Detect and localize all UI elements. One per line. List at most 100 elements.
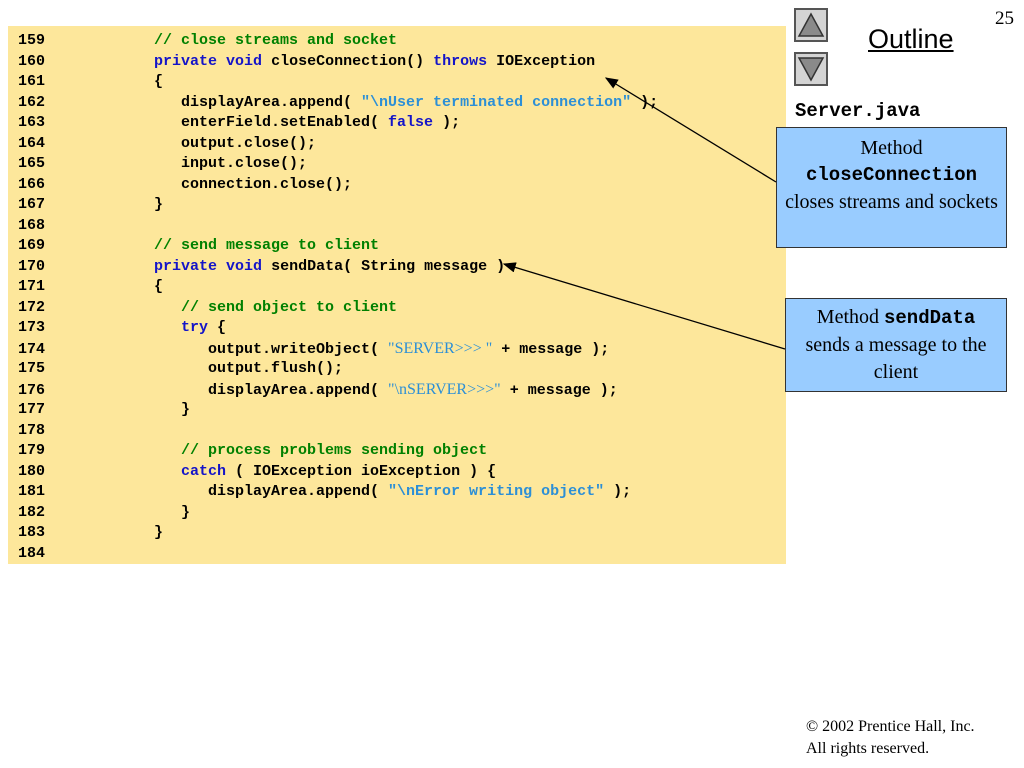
code-token-comment: // process problems sending object: [181, 442, 488, 459]
code-line: 181 displayArea.append( "\nError writing…: [8, 482, 786, 503]
code-line: 164 output.close();: [8, 134, 786, 155]
code-line: 174 output.writeObject( "SERVER>>> " + m…: [8, 339, 786, 360]
file-name: Server.java: [795, 100, 921, 122]
line-number: 160: [18, 52, 46, 70]
line-number: 179: [18, 442, 46, 459]
callout-prefix: Method: [860, 137, 923, 159]
code-line: 180 catch ( IOException ioException ) {: [8, 462, 786, 483]
code-line: 179 // process problems sending object: [8, 441, 786, 462]
code-token: output.close();: [100, 134, 317, 152]
code-line: 170 private void sendData( String messag…: [8, 257, 786, 278]
line-number: 177: [18, 401, 46, 418]
code-token: enterField.setEnabled(: [100, 114, 389, 131]
code-token: [217, 258, 226, 275]
code-token-string: "\nUser terminated connection": [361, 93, 632, 111]
code-token: [100, 442, 181, 459]
code-token: output.flush();: [100, 360, 344, 377]
line-number: 163: [18, 114, 46, 131]
code-line: 163 enterField.setEnabled( false );: [8, 113, 786, 134]
code-token: {: [100, 73, 164, 90]
code-token-keyword: catch: [181, 462, 227, 480]
code-line: 168: [8, 216, 786, 237]
line-number: 168: [18, 216, 46, 234]
line-number: 166: [18, 175, 46, 193]
code-token-keyword: void: [226, 52, 263, 70]
line-number: 167: [18, 196, 46, 213]
line-number: 183: [18, 524, 46, 541]
line-number: 172: [18, 298, 46, 316]
previous-slide-button[interactable]: [794, 8, 828, 42]
code-line: 183 }: [8, 523, 786, 544]
code-token: + message );: [492, 340, 610, 358]
code-line: 162 displayArea.append( "\nUser terminat…: [8, 93, 786, 114]
triangle-up-icon: [797, 12, 825, 37]
callout-prefix: Method: [816, 306, 879, 328]
code-token: sendData( String message ): [262, 257, 506, 275]
line-number: 164: [18, 134, 46, 152]
code-token-comment: // close streams and socket: [154, 32, 398, 49]
code-line: 184: [8, 544, 786, 565]
code-token: );: [631, 93, 659, 111]
line-number: 180: [18, 462, 46, 480]
callout-send-data: Method sendData sends a message to the c…: [785, 298, 1007, 392]
line-number: 174: [18, 340, 46, 358]
code-token-comment: // send message to client: [154, 237, 380, 254]
callout-method-name: sendData: [884, 307, 976, 329]
code-token: );: [433, 114, 461, 131]
line-number: 159: [18, 32, 46, 49]
code-token: }: [100, 524, 164, 541]
code-line: 177 }: [8, 400, 786, 421]
line-number: 165: [18, 155, 46, 172]
code-token: {: [100, 278, 164, 295]
code-token: [100, 32, 154, 49]
next-slide-button[interactable]: [794, 52, 828, 86]
code-line: 175 output.flush();: [8, 359, 786, 380]
callout-close-connection: Method closeConnection closes streams an…: [776, 127, 1007, 248]
code-token: displayArea.append(: [100, 483, 389, 500]
callout-description: sends a message to the client: [805, 334, 987, 383]
code-token: );: [604, 483, 632, 500]
code-line: 167 }: [8, 195, 786, 216]
line-number: 173: [18, 319, 46, 336]
copyright: © 2002 Prentice Hall, Inc. All rights re…: [806, 716, 975, 760]
code-line: 182 }: [8, 503, 786, 524]
code-token-comment: // send object to client: [181, 298, 398, 316]
code-line: 169 // send message to client: [8, 236, 786, 257]
code-line: 166 connection.close();: [8, 175, 786, 196]
code-token-keyword: false: [388, 114, 434, 131]
line-number: 169: [18, 237, 46, 254]
code-line: 161 {: [8, 72, 786, 93]
code-token: [217, 53, 226, 70]
triangle-down-icon: [797, 57, 825, 82]
code-token-keyword: throws: [433, 52, 488, 70]
copyright-line-2: All rights reserved.: [806, 740, 930, 757]
line-number: 184: [18, 544, 46, 562]
line-number: 171: [18, 278, 46, 295]
code-token-string-serif: "SERVER>>> ": [388, 339, 493, 357]
line-number: 181: [18, 483, 46, 500]
code-token-keyword: private: [154, 257, 218, 275]
copyright-line-1: © 2002 Prentice Hall, Inc.: [806, 718, 975, 735]
line-number: 161: [18, 73, 46, 90]
code-token: input.close();: [100, 155, 308, 172]
code-line: 173 try {: [8, 318, 786, 339]
code-token: }: [100, 503, 191, 521]
code-token: + message );: [500, 381, 618, 399]
code-line: 176 displayArea.append( "\nSERVER>>>" + …: [8, 380, 786, 401]
code-panel: 159 // close streams and socket 160 priva…: [8, 26, 786, 564]
code-token: ( IOException ioException ) {: [226, 462, 497, 480]
line-number: 182: [18, 503, 46, 521]
callout-description: closes streams and sockets: [785, 191, 998, 213]
line-number: 176: [18, 381, 46, 399]
code-line: 178: [8, 421, 786, 442]
outline-link[interactable]: Outline: [868, 24, 954, 54]
callout-method-name: closeConnection: [805, 164, 978, 186]
code-token: [100, 299, 181, 316]
line-number: 175: [18, 360, 46, 377]
slide-number: 25: [995, 8, 1014, 29]
line-number: 178: [18, 421, 46, 439]
code-token: [100, 258, 154, 275]
code-token-string-serif: "\nSERVER>>>": [388, 380, 501, 398]
code-token: displayArea.append(: [100, 93, 362, 111]
code-token: IOException: [487, 52, 596, 70]
